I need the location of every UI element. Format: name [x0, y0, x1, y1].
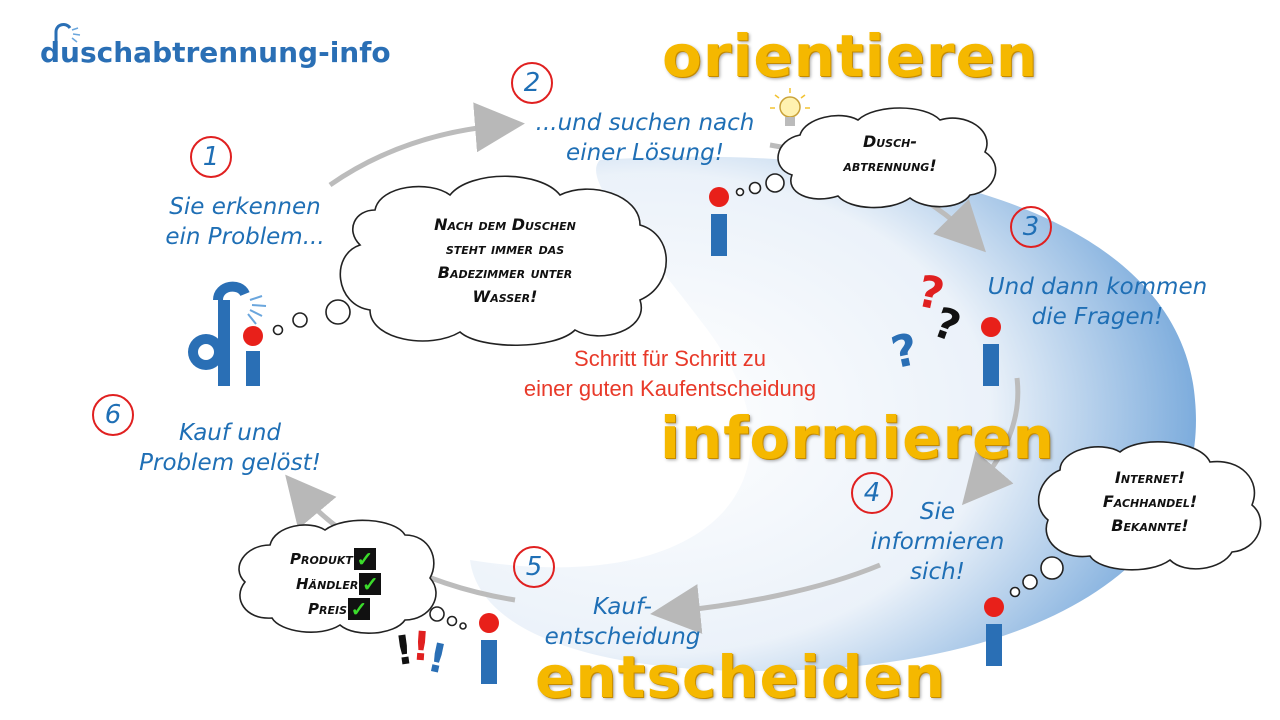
checklist-item-price: Preis ✓: [308, 598, 370, 621]
checklist-item-product: Produkt ✓: [290, 548, 376, 571]
step-1-line1: Sie erkennen: [169, 194, 321, 220]
background-ellipse: [470, 156, 1196, 672]
step-3-text: Und dann kommen die Fragen!: [965, 272, 1230, 332]
logo-shower-icon: [54, 23, 81, 48]
step-6-line2: Problem gelöst!: [139, 450, 321, 476]
bubble-problem-line4: Wasser!: [472, 287, 538, 306]
di-logo-icon: [188, 281, 267, 386]
step-4-line2: informieren: [870, 529, 1005, 555]
info-icon-step-5: [479, 613, 499, 684]
bubble-sources-line3: Bekannte!: [1111, 516, 1189, 535]
checkmark-icon: ✓: [348, 598, 370, 621]
step-1-line2: ein Problem...: [165, 224, 325, 250]
step-6-text: Kauf und Problem gelöst!: [105, 418, 355, 478]
checklist-item-dealer: Händler ✓: [296, 573, 382, 596]
step-2-line1: ...und suchen nach: [535, 110, 755, 136]
bubble-solution-line2: abtrennung!: [843, 156, 937, 175]
bubble-solution-text: Dusch- abtrennung!: [800, 130, 980, 178]
center-caption: Schritt für Schritt zu einer guten Kaufe…: [480, 344, 860, 404]
cloud-problem: [339, 175, 668, 347]
step-3-line1: Und dann kommen: [987, 274, 1208, 300]
checklist-label-dealer: Händler: [296, 575, 359, 593]
info-icon-step-2: [709, 187, 729, 256]
cloud-checklist: [238, 519, 437, 635]
checklist-label-product: Produkt: [290, 550, 353, 568]
bubble-sources-line2: Fachhandel!: [1102, 492, 1198, 511]
step-5-text: Kauf- entscheidung: [535, 592, 710, 652]
bubble-sources-text: Internet! Fachhandel! Bekannte!: [1060, 466, 1240, 538]
step-1-number: 1: [190, 136, 232, 178]
cloud-solution: [777, 107, 997, 209]
step-3-line2: die Fragen!: [1031, 304, 1164, 330]
step-4-line1: Sie: [919, 499, 956, 525]
lightbulb-icon: [770, 88, 810, 126]
cloud-solution-trail: [735, 173, 785, 197]
step-1-text: Sie erkennen ein Problem...: [150, 192, 340, 252]
step-5-number: 5: [513, 546, 555, 588]
step-2-text: ...und suchen nach einer Lösung!: [520, 108, 770, 168]
step-5-line1: Kauf-: [593, 594, 652, 620]
arrow-4-to-5: [650, 562, 881, 634]
bubble-problem-line1: Nach dem Duschen: [434, 215, 576, 234]
center-caption-line2: einer guten Kaufentscheidung: [523, 376, 817, 401]
checklist-label-price: Preis: [308, 600, 347, 618]
bubble-solution-line1: Dusch-: [862, 132, 918, 151]
step-2-line2: einer Lösung!: [566, 140, 724, 166]
cloud-sources: [1037, 441, 1262, 571]
step-3-number: 3: [1010, 206, 1052, 248]
step-4-number: 4: [851, 472, 893, 514]
logo-text: duschabtrennung-info: [40, 36, 391, 69]
step-2-number: 2: [511, 62, 553, 104]
checkmark-icon: ✓: [353, 548, 376, 571]
arrow-1-to-2: [328, 102, 525, 188]
arrow-3-to-4: [961, 377, 1021, 506]
bubble-sources-line1: Internet!: [1114, 468, 1186, 487]
center-caption-line1: Schritt für Schritt zu: [574, 346, 766, 371]
cloud-sources-trail: [1009, 556, 1064, 598]
info-icon-step-4: [984, 597, 1004, 666]
bubble-problem-text: Nach dem Duschen steht immer das Badezim…: [380, 213, 630, 309]
bubble-problem-line3: Badezimmer unter: [437, 263, 573, 282]
cloud-checklist-trail: [429, 606, 467, 630]
step-4-text: Sie informieren sich!: [850, 497, 1025, 587]
checkmark-icon: ✓: [359, 573, 382, 596]
step-4-line3: sich!: [910, 559, 965, 585]
step-6-line1: Kauf und: [178, 420, 282, 446]
step-6-number: 6: [92, 394, 134, 436]
cloud-problem-trail: [272, 299, 351, 336]
step-5-line2: entscheidung: [544, 624, 701, 650]
bubble-problem-line2: steht immer das: [445, 239, 565, 258]
stage-entscheiden: entscheiden: [535, 643, 946, 711]
stage-informieren: informieren: [660, 404, 1055, 472]
info-icon-step-3: [981, 317, 1001, 386]
stage-orientieren: orientieren: [662, 22, 1039, 90]
